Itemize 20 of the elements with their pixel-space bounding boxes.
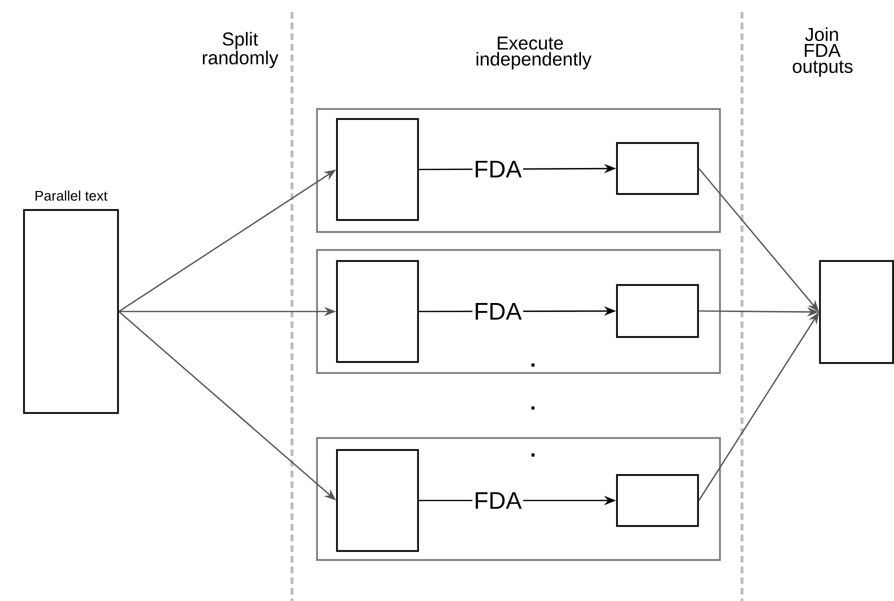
ellipsis-dot: . — [531, 453, 534, 457]
process-box — [616, 284, 699, 338]
group-box — [316, 249, 721, 374]
group-box — [316, 437, 721, 561]
process-box — [336, 118, 419, 221]
group-box — [316, 108, 721, 233]
process-box — [336, 260, 419, 363]
column-heading: Split randomly — [202, 32, 278, 68]
process-box — [336, 449, 419, 552]
column-heading: Join FDA outputs — [792, 27, 853, 77]
process-box — [616, 142, 699, 195]
process-box — [819, 260, 894, 364]
ellipsis-dot: . — [531, 406, 534, 410]
process-box — [616, 474, 699, 527]
column-heading: Execute independently — [476, 36, 592, 70]
ellipsis-dot: . — [531, 363, 534, 367]
edge-label: FDA — [472, 490, 524, 510]
edge-label: FDA — [472, 302, 524, 321]
edge-label: FDA — [472, 160, 524, 179]
box-heading: Parallel text — [36, 190, 108, 201]
